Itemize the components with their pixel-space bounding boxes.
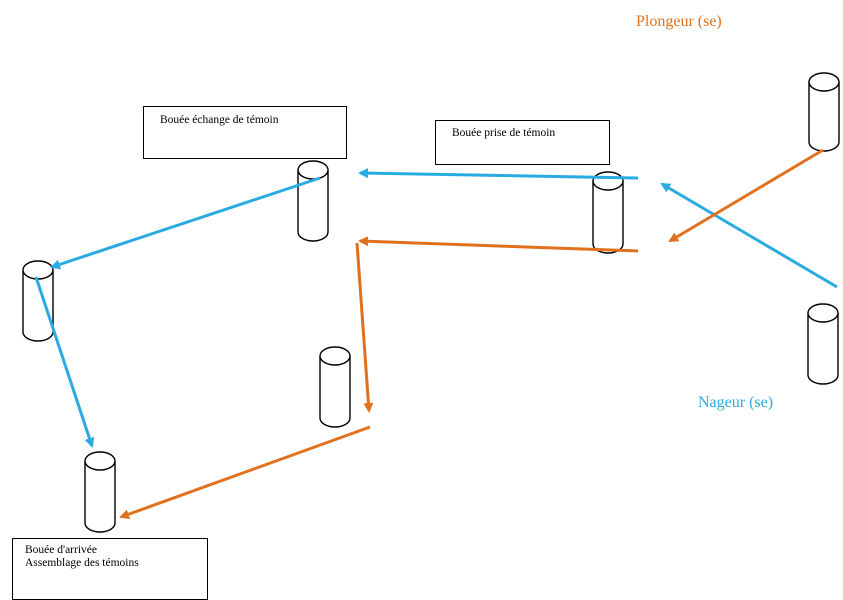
buoy-middle: [319, 346, 351, 428]
buoy-exchange: [297, 160, 329, 242]
diver-arrow-2: [358, 236, 639, 253]
swimmer-arrow-1: [660, 182, 838, 289]
diver-arrow-3: [355, 242, 374, 413]
finish-buoy-label-line1: Bouée d'arrivée: [25, 544, 97, 556]
legend-diver: Plongeur (se): [636, 13, 722, 30]
finish-buoy-label-line2: Assemblage des témoins: [25, 557, 139, 569]
legend-swimmer: Nageur (se): [698, 394, 774, 411]
diver-arrow-4: [119, 425, 371, 519]
buoy-top-right: [808, 72, 840, 152]
exchange-buoy-label-box: Bouée échange de témoin: [143, 106, 347, 159]
swimmer-arrow-2: [358, 168, 639, 180]
exchange-buoy-label: Bouée échange de témoin: [160, 114, 279, 126]
buoy-bottom-right: [807, 303, 839, 385]
diver-arrow-1: [668, 148, 824, 243]
buoy-take: [592, 171, 624, 254]
take-buoy-label-box: Bouée prise de témoin: [435, 120, 610, 165]
buoy-left: [22, 260, 54, 342]
swimmer-arrow-3: [50, 176, 321, 270]
swimmer-arrow-4: [34, 276, 95, 448]
finish-buoy-label-box: Bouée d'arrivée Assemblage des témoins: [12, 538, 208, 600]
take-buoy-label: Bouée prise de témoin: [452, 127, 556, 139]
buoy-finish: [84, 451, 116, 533]
